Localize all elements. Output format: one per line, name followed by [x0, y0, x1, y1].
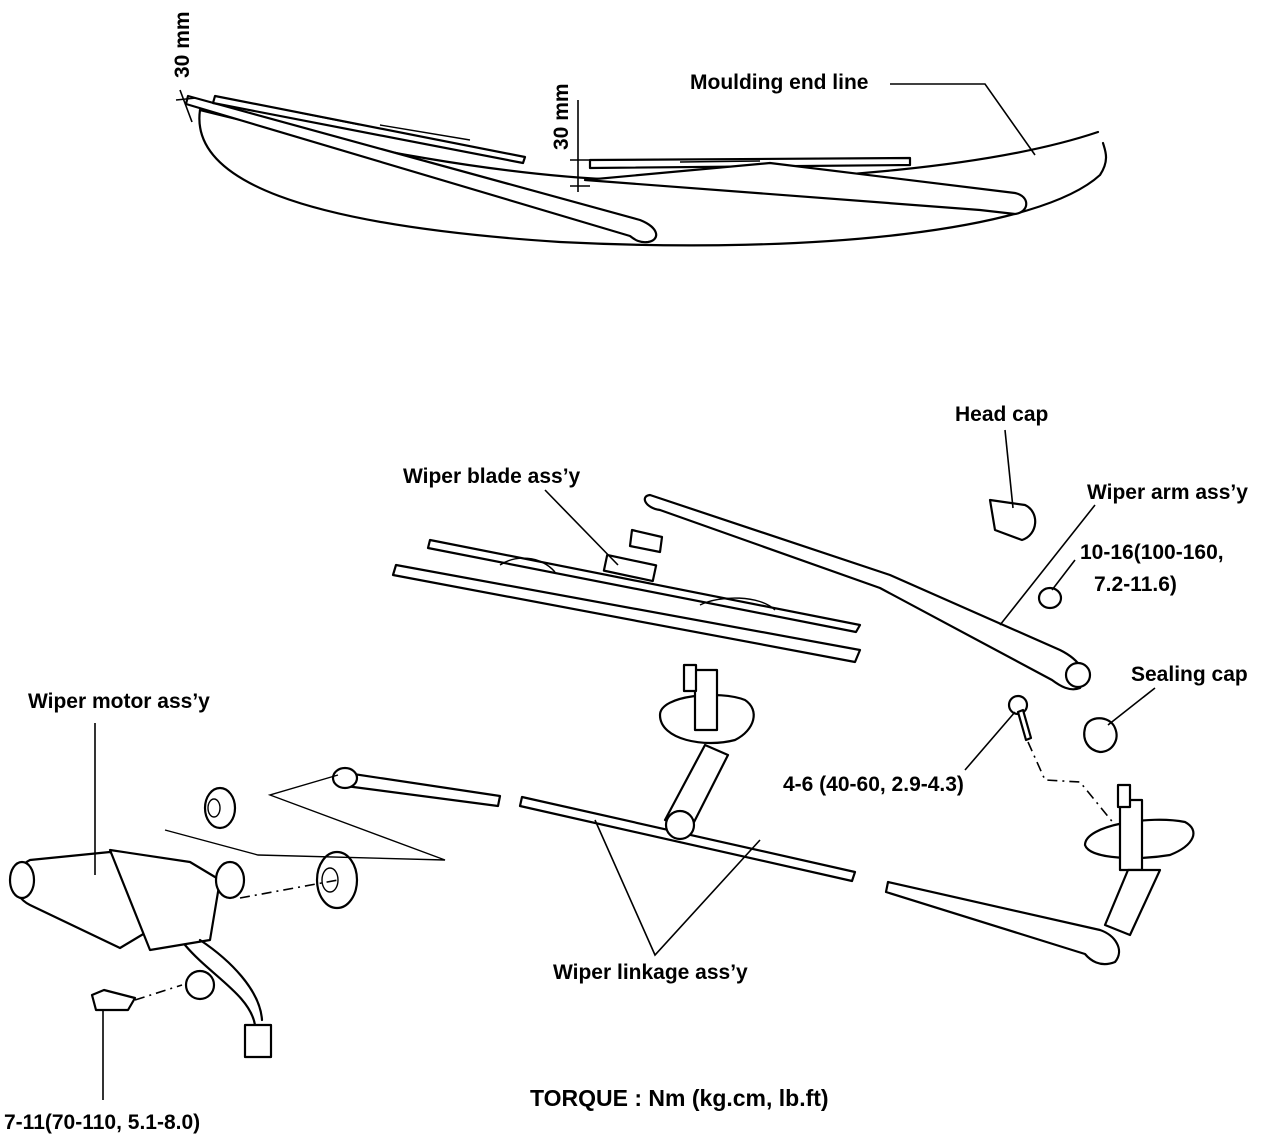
dimension-left-marker: [179, 89, 193, 123]
motor-bolt: [90, 988, 137, 1012]
head-cap-label: Head cap: [955, 403, 1049, 426]
center-pivot: [658, 663, 755, 832]
windshield-top-view: [175, 83, 1108, 247]
moulding-end-line-label: Moulding end line: [690, 71, 869, 94]
moulding-leader: [890, 83, 1036, 156]
head-cap-part: [988, 498, 1037, 542]
left-wiper-blade: [211, 94, 527, 165]
wiper-blade-assembly: [391, 528, 862, 664]
torque-units-legend: TORQUE : Nm (kg.cm, lb.ft): [530, 1085, 829, 1111]
pivot-bolt-leader: [964, 711, 1016, 771]
sealing-cap-leader: [1107, 687, 1156, 726]
wiper-motor-label: Wiper motor ass’y: [28, 690, 210, 713]
pivot-bolt-torque: 4-6 (40-60, 2.9-4.3): [783, 773, 964, 796]
arm-nut-torque-line1: 10-16(100-160,: [1080, 541, 1224, 564]
sealing-cap-part: [1083, 717, 1118, 754]
wiper-motor-assembly: [8, 848, 273, 1059]
dimension-center-label: 30 mm: [550, 83, 573, 150]
linkage-rods: [331, 766, 1121, 966]
dimension-left-label: 30 mm: [171, 11, 194, 78]
right-wiper-arm: [583, 161, 1028, 216]
arm-nut-leader: [1051, 559, 1076, 591]
wiper-arm-assembly: [643, 493, 1092, 691]
wiper-blade-leader: [544, 489, 619, 566]
head-cap-leader: [1004, 429, 1014, 509]
sealing-cap-label: Sealing cap: [1131, 663, 1248, 686]
left-wiper-arm: [184, 94, 658, 244]
right-wiper-blade: [588, 156, 912, 170]
arm-nut: [1037, 586, 1063, 610]
grommets: [184, 786, 359, 1001]
wiper-arm-leader: [999, 504, 1096, 626]
arm-nut-torque-line2: 7.2-11.6): [1094, 573, 1177, 596]
pivot-bolt: [1007, 694, 1033, 742]
wiper-arm-label: Wiper arm ass’y: [1087, 481, 1248, 504]
wiper-linkage-label: Wiper linkage ass’y: [553, 961, 748, 984]
windshield-outline: [198, 108, 1108, 247]
wiper-blade-label: Wiper blade ass’y: [403, 465, 581, 488]
right-pivot: [1083, 783, 1195, 937]
motor-bolt-torque: 7-11(70-110, 5.1-8.0): [4, 1111, 201, 1134]
linkage-leader: [594, 819, 761, 957]
